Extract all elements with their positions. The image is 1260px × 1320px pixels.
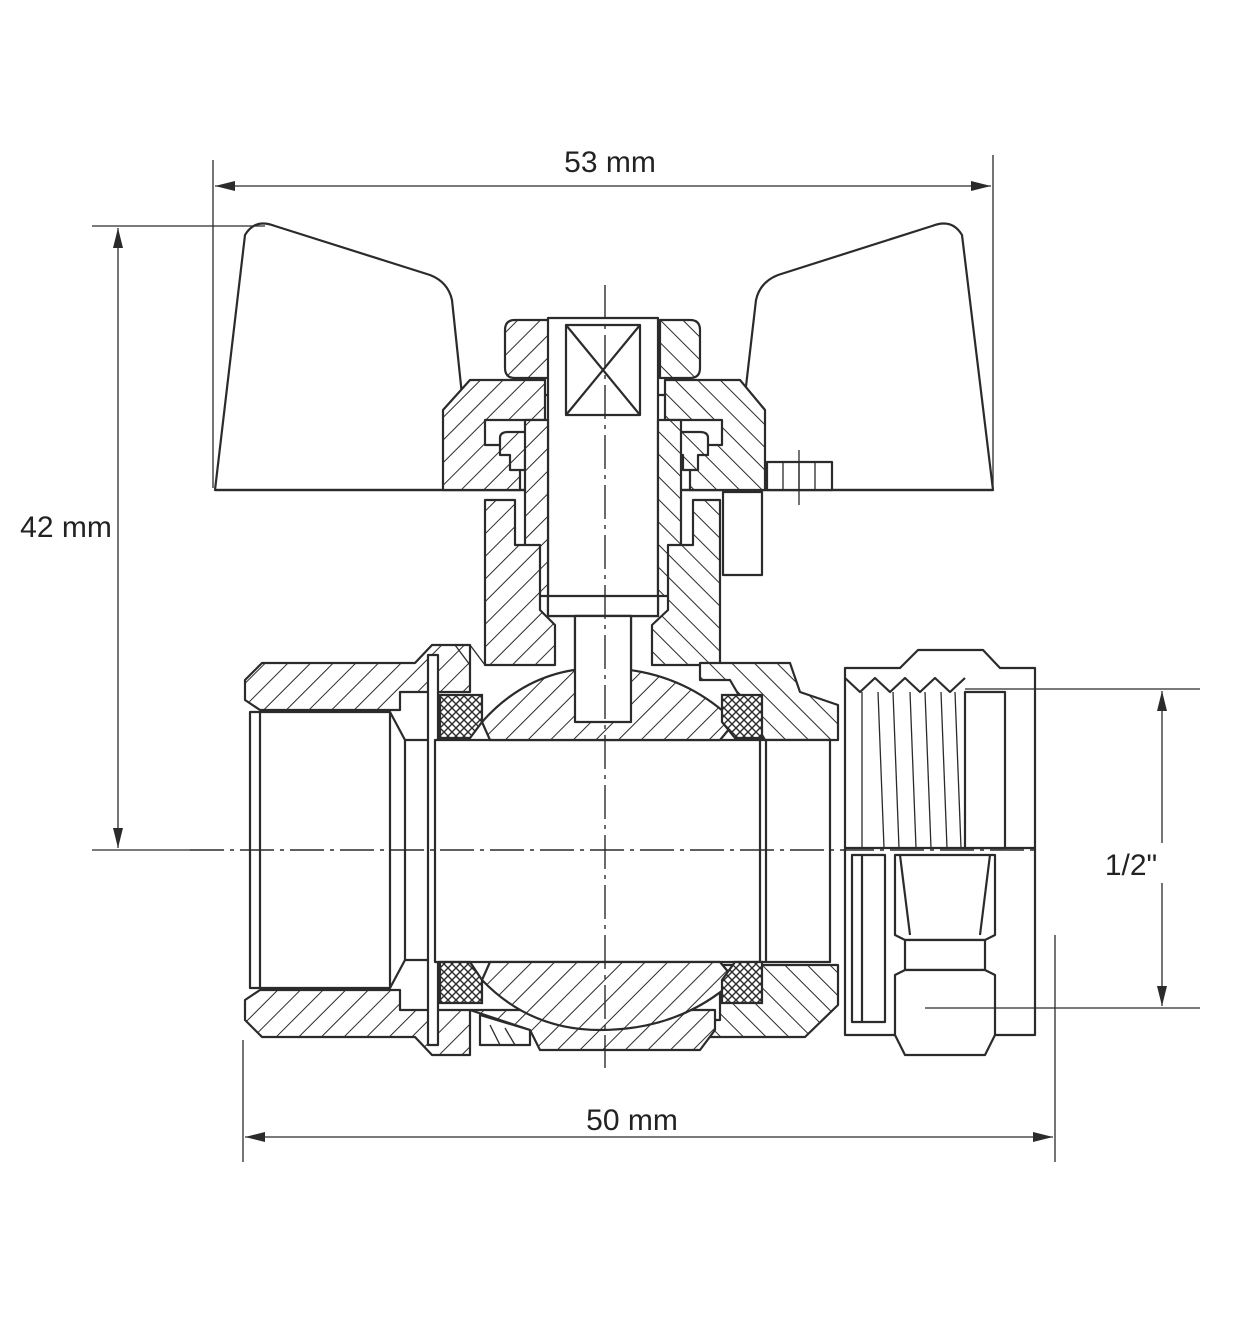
valve-body: [243, 643, 840, 1057]
length-label: 50 mm: [586, 1104, 678, 1137]
dimension-overall-width: 53 mm: [212, 146, 994, 488]
seat-rings: [438, 693, 764, 1005]
height-label: 42 mm: [20, 511, 112, 544]
ball: [480, 614, 737, 1032]
union-nut: [843, 648, 1037, 1057]
dimension-height: 42 mm: [15, 225, 265, 851]
center-lines: [190, 285, 1040, 1068]
overall-width-label: 53 mm: [564, 146, 656, 179]
dimension-thread-size: 1/2": [925, 688, 1200, 1009]
dimension-length: 50 mm: [242, 935, 1056, 1162]
thread-size-label: 1/2": [1105, 849, 1157, 882]
